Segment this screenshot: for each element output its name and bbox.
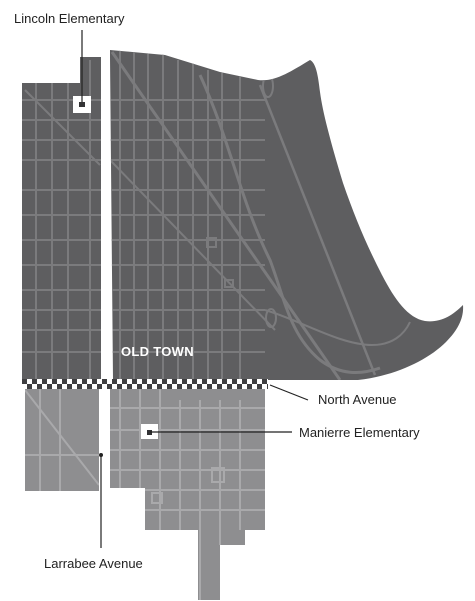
old-town-area (22, 50, 464, 380)
south-main-block (106, 388, 265, 600)
leader-lines (81, 30, 309, 548)
north-avenue-leader-line (269, 384, 309, 401)
lincoln-elementary-dot (79, 102, 85, 107)
north-avenue-boundary (22, 379, 268, 389)
old-town-label: OLD TOWN (121, 344, 194, 359)
manierre-elementary-label: Manierre Elementary (299, 425, 420, 440)
streets-north (22, 50, 411, 380)
larrabee-avenue-label: Larrabee Avenue (44, 556, 143, 571)
north-avenue-label: North Avenue (318, 392, 397, 407)
streets-south (25, 388, 265, 600)
old-town-west-block (22, 57, 101, 380)
manierre-elementary-dot (147, 430, 152, 435)
lincoln-elementary-label: Lincoln Elementary (14, 11, 125, 26)
larrabee-avenue-gap (101, 45, 110, 495)
larrabee-leader-dot (99, 453, 103, 457)
old-town-main-block (110, 50, 464, 380)
